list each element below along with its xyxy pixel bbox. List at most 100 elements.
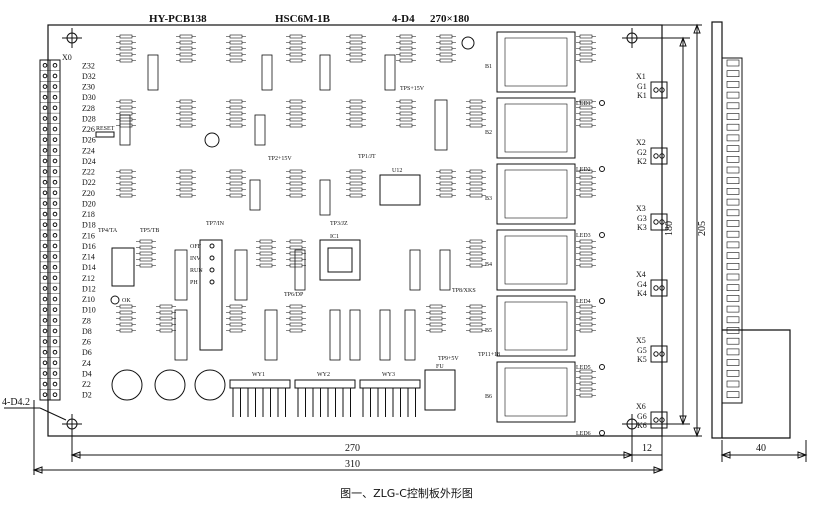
resistor-outline xyxy=(179,193,193,198)
resistor-outline xyxy=(289,111,303,116)
resistor-outline xyxy=(579,111,593,116)
resistor-outline xyxy=(289,193,303,198)
resistor-outline xyxy=(259,257,273,262)
resistor-outline xyxy=(579,117,593,122)
connector-pin-icon xyxy=(52,137,58,142)
resistor-outline xyxy=(579,328,593,333)
connector-row: D32 xyxy=(40,70,96,81)
connector-pin-icon xyxy=(52,307,58,312)
resistor-outline xyxy=(179,169,193,174)
screw-terminal-icon xyxy=(659,351,665,357)
dim-270-label: 270 xyxy=(345,443,360,454)
ic-chip-outline xyxy=(254,114,266,146)
dim-180-label: 180 xyxy=(664,221,675,236)
connector-row: Z14 xyxy=(40,251,95,262)
resistor-outline xyxy=(259,263,273,268)
connector-pin-label: D10 xyxy=(82,306,96,315)
resistor-outline xyxy=(119,46,133,51)
figure-caption: 图一、ZLG-C控制板外形图 xyxy=(340,487,473,500)
test-point-label: TPS+15V xyxy=(400,86,425,92)
resistor-outline xyxy=(289,34,303,39)
resistor-outline xyxy=(179,187,193,192)
terminal-pin-label: K1 xyxy=(637,91,647,100)
board-part-label: HSC6M-1B xyxy=(275,13,331,25)
connector-pin-icon xyxy=(42,371,48,376)
resistor-outline xyxy=(289,181,303,186)
connector-pin-icon xyxy=(42,233,48,238)
resistor-outline xyxy=(119,40,133,45)
pcb-outline-drawing: HY-PCB138 HSC6M-1B 4-D4 270×180 X0 Z32D3… xyxy=(2,13,808,475)
terminal-pin-label: G5 xyxy=(637,346,647,355)
connector-pin-label: Z12 xyxy=(82,274,95,283)
resistor-outline xyxy=(179,123,193,128)
connector-row: D10 xyxy=(40,304,96,315)
resistor-outline xyxy=(289,245,303,250)
ic-chip-outline xyxy=(404,309,416,361)
connector-pin-label: Z6 xyxy=(82,338,91,347)
terminal-pin-label: G6 xyxy=(637,412,647,421)
resistor-outline xyxy=(159,316,173,321)
connector-pin-label: D4 xyxy=(82,369,92,378)
resistor-outline xyxy=(439,52,453,57)
resistor-outline xyxy=(119,187,133,192)
led-icon xyxy=(599,364,605,370)
connector-pin-icon xyxy=(42,201,48,206)
connector-pin-label: Z14 xyxy=(82,253,95,262)
led-icon xyxy=(599,166,605,172)
resistor-outline xyxy=(439,181,453,186)
resistor-outline xyxy=(579,40,593,45)
resistor-outline xyxy=(349,181,363,186)
connector-row: Z16 xyxy=(40,229,95,240)
connector-pin-label: D14 xyxy=(82,263,96,272)
ok-led-icon xyxy=(110,295,120,305)
resistor-outline xyxy=(429,304,443,309)
connector-pin-icon xyxy=(52,286,58,291)
test-point-label: TP1/JT xyxy=(358,154,376,160)
resistor-outline xyxy=(159,304,173,309)
connector-row: Z30 xyxy=(40,81,95,92)
pulse-transformer: B6 xyxy=(485,361,576,423)
resistor-outline xyxy=(229,169,243,174)
terminal-name-label: X3 xyxy=(636,204,646,213)
connector-pin-label: D20 xyxy=(82,199,96,208)
resistor-outline xyxy=(119,304,133,309)
switch-pin-label: PH xyxy=(190,280,198,286)
connector-pin-icon xyxy=(52,264,58,270)
ic-chip-outline xyxy=(434,99,448,151)
connector-pin-icon xyxy=(52,158,58,164)
resistor-outline xyxy=(469,111,483,116)
connector-row: D28 xyxy=(40,112,96,123)
resistor-outline xyxy=(179,117,193,122)
resistor-outline xyxy=(469,257,483,262)
resistor-outline xyxy=(289,316,303,321)
dimension-lines xyxy=(32,23,808,475)
pulse-transformer: B5 xyxy=(485,295,576,357)
transformer-label: B2 xyxy=(485,130,492,136)
resistor-outline xyxy=(139,257,153,262)
resistor-outline xyxy=(289,40,303,45)
resistor-outline xyxy=(469,263,483,268)
board-code-label: 4-D4 xyxy=(392,13,415,25)
reset-button-outline xyxy=(95,131,115,138)
screw-terminal-icon xyxy=(659,417,665,423)
connector-pin-label: D8 xyxy=(82,327,92,336)
side-view xyxy=(711,21,791,439)
resistor-outline xyxy=(399,34,413,39)
connector-pin-icon xyxy=(52,169,58,174)
connector-pin-label: Z4 xyxy=(82,359,91,368)
resistor-outline xyxy=(469,239,483,244)
resistor-outline xyxy=(229,328,243,333)
connector-row: D4 xyxy=(40,367,92,378)
ic-chip-outline xyxy=(319,179,331,216)
ic-chip-outline xyxy=(147,54,159,91)
resistor-outline xyxy=(179,181,193,186)
resistor-outline xyxy=(229,310,243,315)
resistor-outline xyxy=(119,105,133,110)
resistor-outline xyxy=(349,111,363,116)
connector-row: Z20 xyxy=(40,187,95,198)
connector-pin-icon xyxy=(42,264,48,270)
ic-chip-outline xyxy=(264,309,278,361)
resistor-outline xyxy=(579,58,593,63)
ok-label: OK xyxy=(122,298,131,304)
resistor-outline xyxy=(229,316,243,321)
